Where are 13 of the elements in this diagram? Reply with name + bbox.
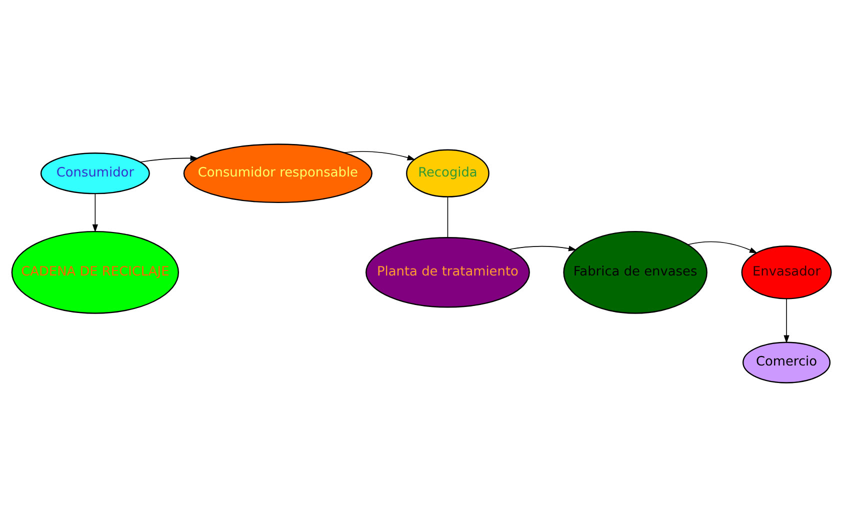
node-ellipse: Planta de tratamiento — [366, 237, 530, 308]
node-ellipse: Fabrica de envases — [563, 230, 708, 314]
node-ellipse: CADENA DE RECICLAJE — [11, 230, 180, 314]
arrow — [687, 241, 758, 254]
arrow — [92, 193, 98, 232]
arrow — [784, 298, 790, 344]
arrow — [508, 246, 577, 252]
connector — [447, 196, 448, 238]
arrow — [344, 151, 416, 160]
node-ellipse: Comercio — [742, 342, 831, 384]
node-ellipse: Consumidor — [40, 152, 150, 194]
node-ellipse: Consumidor responsable — [183, 144, 372, 204]
arrow — [140, 155, 198, 162]
